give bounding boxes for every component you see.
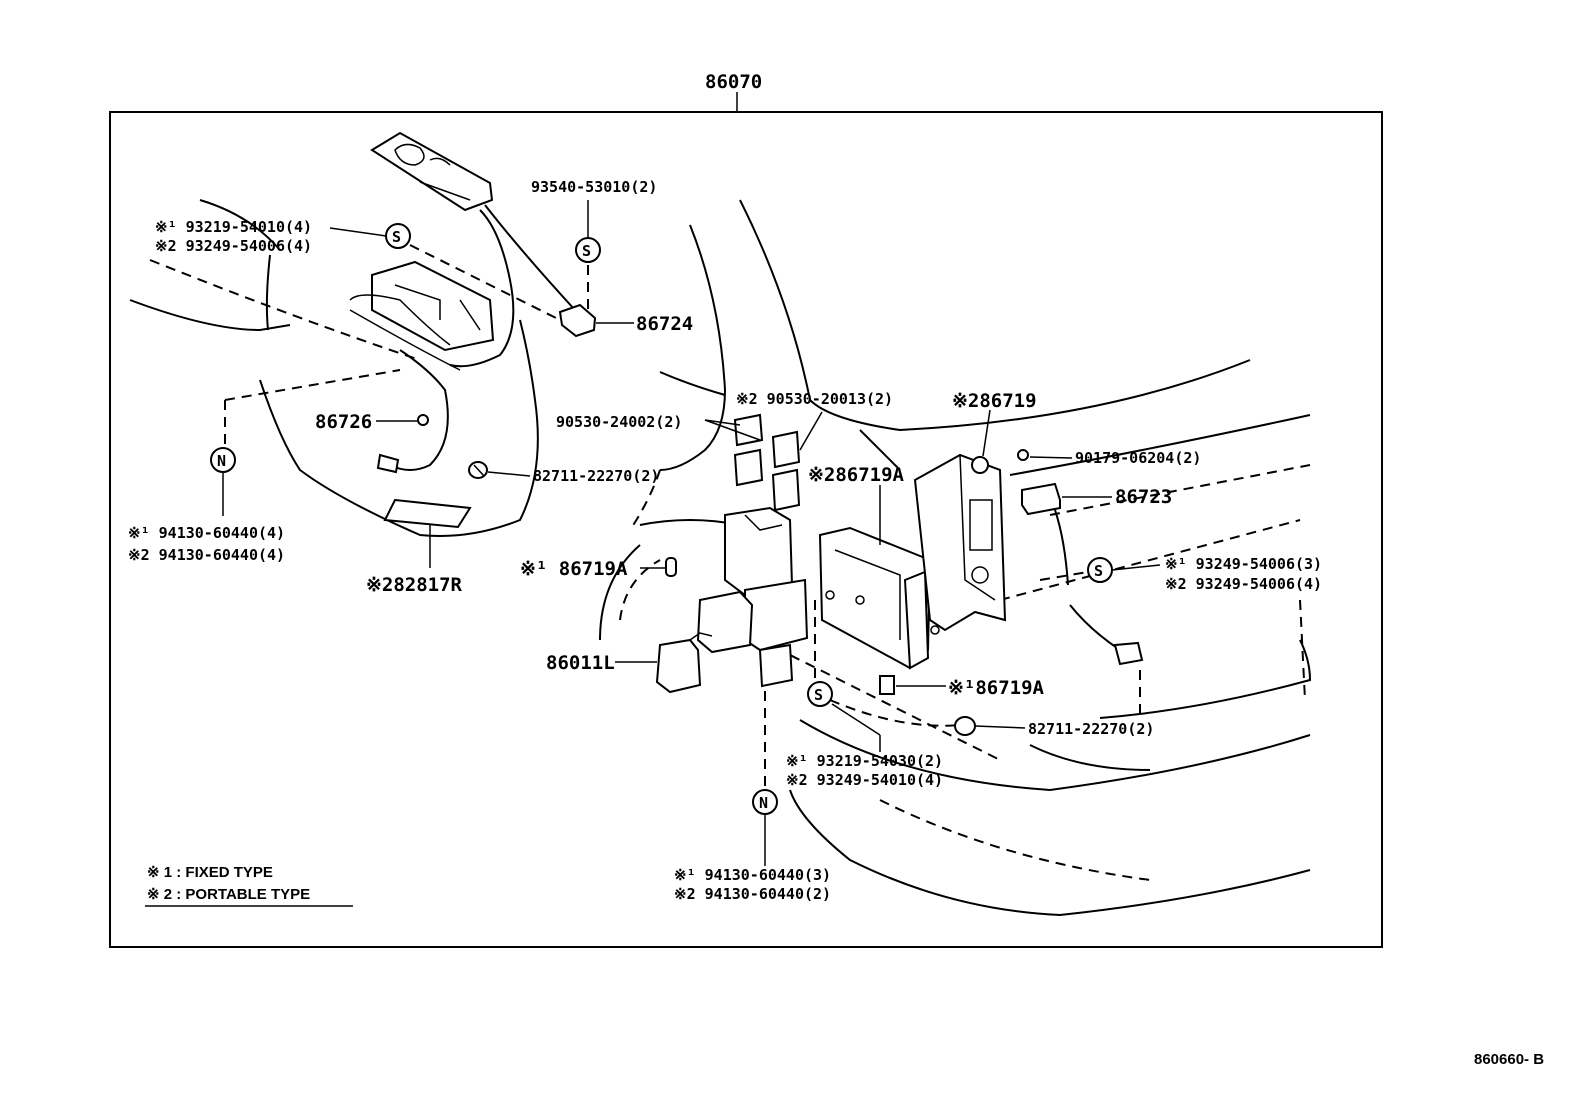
mounting-brackets [818,449,1144,736]
svg-text:S: S [1094,562,1103,580]
assembly-number: 86070 [705,71,762,93]
legend: ※ 1 : FIXED TYPE ※ 2 : PORTABLE TYPE [145,864,353,907]
figure-code: 860660- B [1474,1051,1544,1068]
label-86719A-mid: ※286719A [808,464,905,486]
label-top-left-portable: ※2 93249-54006(4) [155,237,312,255]
symbol-markers: S S S S N N [210,223,1113,815]
leader-lines [222,200,1161,866]
label-82817R: ※282817R [366,574,463,596]
label-86724: 86724 [636,313,693,335]
label-93540-53010: 93540-53010(2) [531,178,657,196]
label-bottom-fixed: ※¹ 93219-54030(2) [786,752,943,770]
label-90179-06204: 90179-06204(2) [1075,449,1201,467]
label-n-bottom-fixed: ※¹ 94130-60440(3) [674,866,831,884]
label-n-left-portable: ※2 94130-60440(4) [128,546,285,564]
diagram-frame [109,111,1383,948]
label-bottom-portable: ※2 93249-54010(4) [786,771,943,789]
receiver-modules [655,413,895,695]
antenna-bracket-assembly [349,131,597,529]
label-86719: ※286719 [952,390,1037,412]
label-right-portable: ※2 93249-54006(4) [1165,575,1322,593]
label-82711-left: 82711-22270(2) [533,467,659,485]
svg-text:N: N [217,452,226,470]
label-right-fixed: ※¹ 93249-54006(3) [1165,555,1322,573]
label-86726: 86726 [315,411,372,433]
svg-text:S: S [814,686,823,704]
vehicle-body-outline [129,199,1312,917]
legend-portable-type: ※ 2 : PORTABLE TYPE [147,886,310,903]
svg-text:N: N [759,794,768,812]
label-86011L: 86011L [546,652,615,674]
label-86719A-low: ※¹86719A [948,677,1045,699]
label-top-left-fixed: ※¹ 93219-54010(4) [155,218,312,236]
label-86719A-left: ※¹ 86719A [520,558,628,580]
label-82711-right: 82711-22270(2) [1028,720,1154,738]
legend-fixed-type: ※ 1 : FIXED TYPE [147,864,273,881]
label-90530-24002: 90530-24002(2) [556,413,682,431]
part-labels: 93540-53010(2) 86724 ※¹ 93219-54010(4) ※… [128,178,1322,903]
svg-text:S: S [582,242,591,260]
label-90530-20013: ※2 90530-20013(2) [736,390,893,408]
label-86723: 86723 [1115,486,1172,508]
label-n-left-fixed: ※¹ 94130-60440(4) [128,524,285,542]
s-symbol [807,681,833,707]
svg-text:S: S [392,228,401,246]
phantom-lines [149,244,1311,881]
label-n-bottom-portable: ※2 94130-60440(2) [674,885,831,903]
